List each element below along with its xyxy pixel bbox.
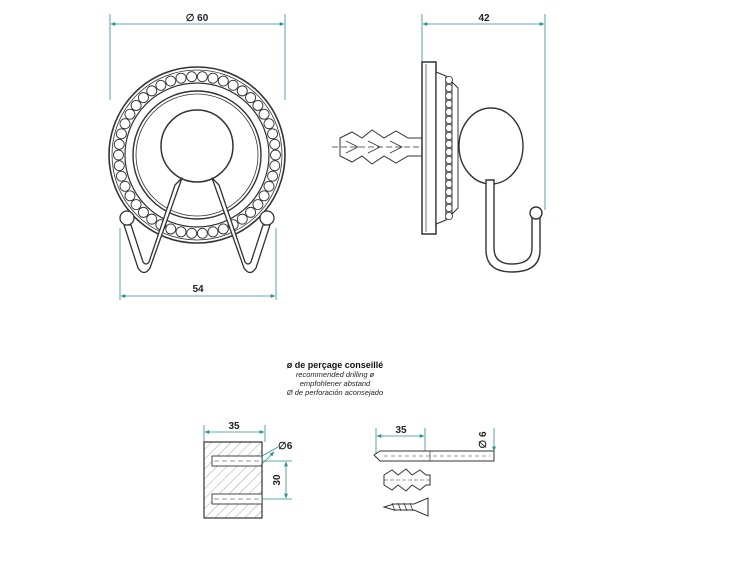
bead (130, 100, 142, 111)
bead (137, 92, 149, 104)
wall-plug-side (332, 129, 435, 165)
drill-bit (373, 450, 495, 462)
bead (175, 72, 187, 84)
dim-label-plug-length: 35 (395, 425, 407, 436)
dim-hole-spacing: 30 (262, 460, 292, 500)
note-english: recommended drilling ø (296, 370, 375, 379)
side-bead (444, 211, 453, 220)
bead (146, 85, 158, 97)
bead (119, 118, 131, 130)
bead (207, 72, 219, 84)
bead (245, 206, 257, 218)
bead (258, 190, 270, 202)
bead (196, 71, 208, 83)
bead (113, 160, 125, 172)
bead (115, 170, 127, 182)
dim-plug-length: 35 (375, 425, 426, 458)
bead (146, 213, 158, 225)
bead (186, 227, 198, 239)
bead (267, 170, 279, 182)
dim-projection: 42 (421, 13, 546, 210)
dim-block-length: 35 (203, 421, 266, 442)
bead (119, 180, 131, 192)
bead (269, 160, 281, 172)
fixing-kit: 35 ∅ 6 (373, 425, 496, 517)
dim-label-projection: 42 (478, 13, 490, 24)
central-knob (160, 109, 234, 183)
bead (258, 108, 270, 120)
bead (137, 206, 149, 218)
bead (270, 149, 281, 161)
bead (155, 79, 167, 91)
dim-label-hole-spacing: 30 (272, 474, 283, 486)
wall-plug (383, 468, 431, 492)
bead (252, 199, 264, 210)
dim-label-rosette: ∅ 60 (186, 13, 209, 24)
bead (196, 227, 208, 239)
bead (113, 138, 125, 150)
bead (207, 226, 219, 238)
bead (263, 118, 275, 130)
side-bead (444, 76, 453, 85)
bead (269, 138, 281, 150)
bead (236, 85, 248, 97)
bead (236, 213, 248, 225)
dim-label-hole-diameter: ∅6 (278, 441, 293, 452)
wall-section: 35 ∅6 30 (203, 421, 293, 519)
bead (245, 92, 257, 104)
bead (217, 75, 229, 87)
dim-label-block-length: 35 (228, 421, 240, 432)
dim-label-span: 54 (192, 284, 204, 295)
side-view: 42 (332, 13, 546, 273)
dim-drill-diameter: ∅ 6 (478, 428, 496, 452)
note-german: empfohlener abstand (300, 379, 371, 388)
bead (227, 79, 239, 91)
note-spanish: Ø de perforación aconsejado (286, 388, 383, 397)
drilling-note: ø de perçage conseillé recommended drill… (286, 360, 383, 397)
bead (267, 128, 279, 140)
screw (382, 497, 429, 517)
note-title: ø de perçage conseillé (287, 360, 384, 370)
bead (175, 226, 187, 238)
bead (130, 199, 142, 210)
rosette-profile (421, 61, 459, 235)
bead (165, 223, 177, 235)
bead (252, 100, 264, 111)
rosette (108, 66, 286, 244)
dim-rosette-diameter: ∅ 60 (109, 13, 286, 100)
dim-hole-diameter: ∅6 (259, 441, 293, 467)
bead (113, 149, 124, 161)
side-hook (458, 107, 543, 273)
bead (115, 128, 127, 140)
bead (165, 75, 177, 87)
front-view: ∅ 60 54 (108, 13, 286, 300)
bead (124, 108, 136, 120)
bead (124, 190, 136, 202)
bead (263, 180, 275, 192)
bead (186, 71, 198, 83)
dim-label-drill-diameter: ∅ 6 (478, 431, 489, 448)
dim-hook-span: 54 (119, 228, 277, 300)
wall-block (203, 441, 263, 519)
bead-ring (113, 71, 281, 239)
bead (217, 223, 229, 235)
hook-arms (119, 177, 275, 274)
